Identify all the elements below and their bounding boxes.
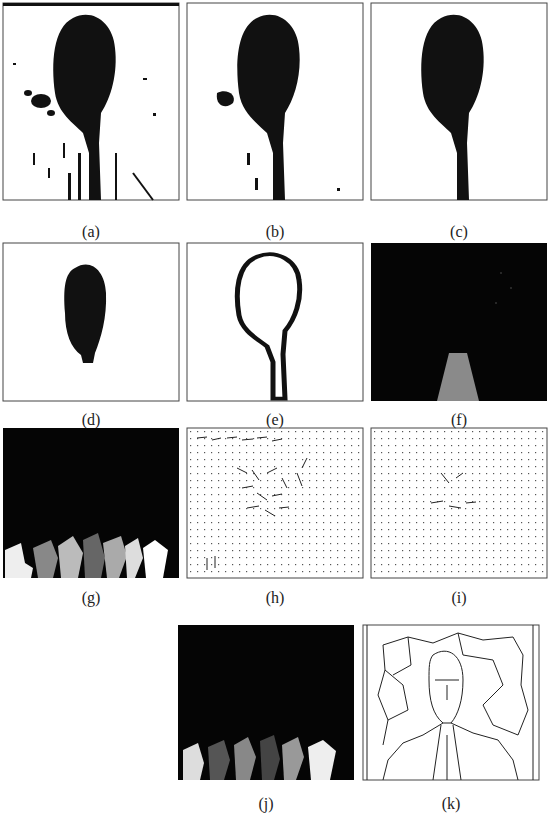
motion-field [187,428,363,578]
panel-label: (b) [266,222,285,241]
panel-label: (g) [82,588,101,607]
panel-label: (j) [258,794,273,813]
panel-label: (d) [82,410,101,429]
panel-label: (k) [442,794,461,813]
panel-label: (c) [450,222,468,241]
panel-label: (h) [266,588,285,607]
mask-clean [371,3,547,200]
contour [187,243,363,401]
mask-filtered [187,3,363,200]
mask-noisy [3,3,179,200]
segmentation-map [363,625,539,780]
region-labels [3,428,179,578]
difference-image [371,243,547,401]
region-labels-merged [178,625,354,780]
mask-head [3,243,179,401]
panel-label: (f) [451,410,467,429]
panel-label: (e) [266,410,284,429]
panel-label: (a) [82,222,100,241]
motion-field-filtered [371,428,547,578]
panel-label: (i) [451,588,466,607]
